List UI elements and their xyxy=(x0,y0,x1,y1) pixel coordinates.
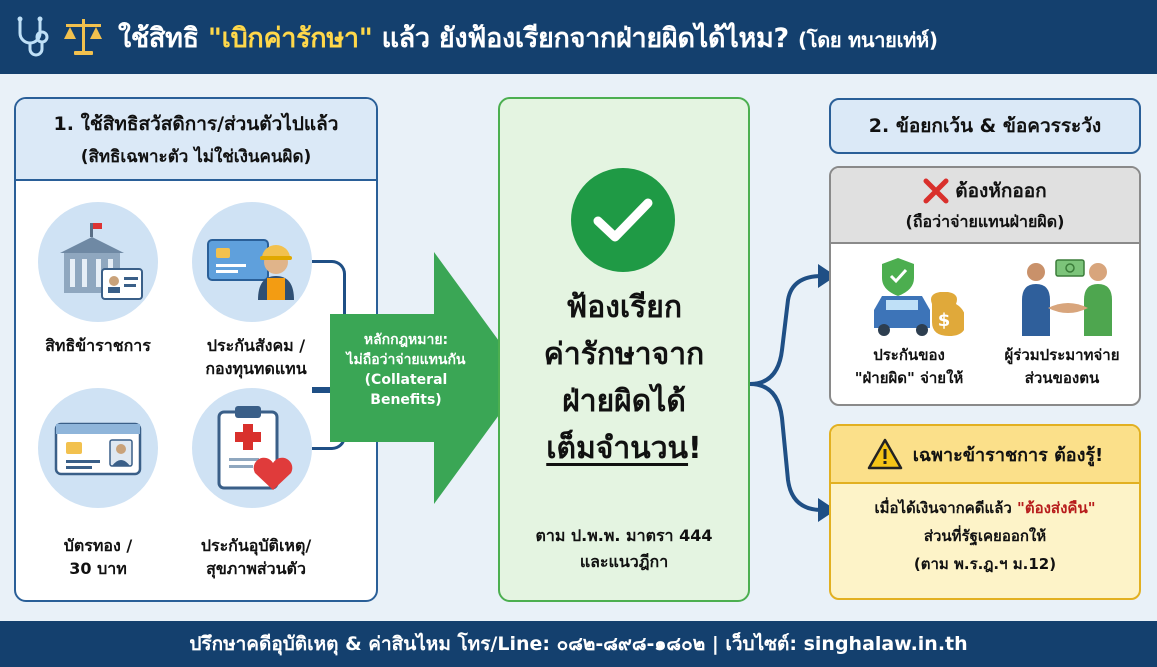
medical-clipboard-heart-icon xyxy=(192,388,312,508)
header-bar: ใช้สิทธิ "เบิกค่ารักษา" แล้ว ยังฟ้องเรีย… xyxy=(0,0,1157,74)
warning-title: เฉพาะข้าราชการ ต้องรู้! xyxy=(912,444,1104,466)
social-security-card-worker-icon xyxy=(192,202,312,322)
health-card-icon xyxy=(38,388,158,508)
warning-triangle-icon xyxy=(867,438,903,470)
branch-connector xyxy=(749,264,836,522)
left-item-civil-servant-label: สิทธิข้าราชการ xyxy=(45,336,151,355)
red-x-icon xyxy=(923,178,949,204)
deduct-item-wrongdoer-insurance-label: ประกันของ"ฝ่ายผิด" จ่ายให้ xyxy=(854,346,964,387)
government-building-icon xyxy=(38,202,158,322)
left-panel-title: 1. ใช้สิทธิสวัสดิการ/ส่วนตัวไปแล้ว xyxy=(53,112,339,135)
people-handshake-money-icon xyxy=(1018,252,1118,338)
warning-body: เมื่อได้เงินจากคดีแล้ว "ต้องส่งคืน" ส่วน… xyxy=(874,499,1096,573)
deduct-box-header: ต้องหักออก (ถือว่าจ่ายแทนฝ่ายผิด) xyxy=(831,168,1139,244)
civil-servant-warning-box: เฉพาะข้าราชการ ต้องรู้! เมื่อได้เงินจากค… xyxy=(829,424,1141,600)
deduct-subtitle: (ถือว่าจ่ายแทนฝ่ายผิด) xyxy=(905,211,1065,231)
left-item-gold-card-label: บัตรทอง /30 บาท xyxy=(63,536,133,578)
center-main-statement: ฟ้องเรียก ค่ารักษาจาก ฝ่ายผิดได้ เต็มจำน… xyxy=(543,290,705,466)
left-item-private-insurance-label: ประกันอุบัติเหตุ/สุขภาพส่วนตัว xyxy=(200,536,312,578)
scales-of-justice-icon xyxy=(60,15,106,59)
left-item-social-security-label: ประกันสังคม /กองทุนทดแทน xyxy=(205,336,307,378)
right-panel-title: 2. ข้อยกเว้น & ข้อควรระวัง xyxy=(829,98,1141,154)
deduct-item-co-negligent-label: ผู้ร่วมประมาทจ่ายส่วนของตน xyxy=(1004,346,1120,387)
left-panel-subtitle: (สิทธิเฉพาะตัว ไม่ใช่เงินคนผิด) xyxy=(80,146,312,167)
deduct-box: ต้องหักออก (ถือว่าจ่ายแทนฝ่ายผิด) xyxy=(829,166,1141,406)
car-insurance-moneybag-icon: $ xyxy=(868,252,964,338)
left-panel-welfare-rights: 1. ใช้สิทธิสวัสดิการ/ส่วนตัวไปแล้ว (สิทธ… xyxy=(14,97,378,602)
legal-principle-arrow xyxy=(330,252,526,504)
legal-principle-text: หลักกฎหมาย: ไม่ถือว่าจ่ายแทนกัน (Collate… xyxy=(346,332,466,408)
footer-contact: ปรึกษาคดีอุบัติเหตุ & ค่าสินไหม โทร/Line… xyxy=(0,621,1157,667)
checkmark-icon xyxy=(571,168,675,272)
page-title: ใช้สิทธิ "เบิกค่ารักษา" แล้ว ยังฟ้องเรีย… xyxy=(118,22,938,54)
stethoscope-icon xyxy=(12,15,52,59)
svg-text:$: $ xyxy=(938,310,951,331)
deduct-title: ต้องหักออก xyxy=(955,179,1047,202)
center-legal-reference: ตาม ป.พ.พ. มาตรา 444 และแนวฎีกา xyxy=(535,526,713,571)
left-panel-header: 1. ใช้สิทธิสวัสดิการ/ส่วนตัวไปแล้ว (สิทธ… xyxy=(16,99,376,181)
warning-box-header: เฉพาะข้าราชการ ต้องรู้! xyxy=(831,426,1139,484)
